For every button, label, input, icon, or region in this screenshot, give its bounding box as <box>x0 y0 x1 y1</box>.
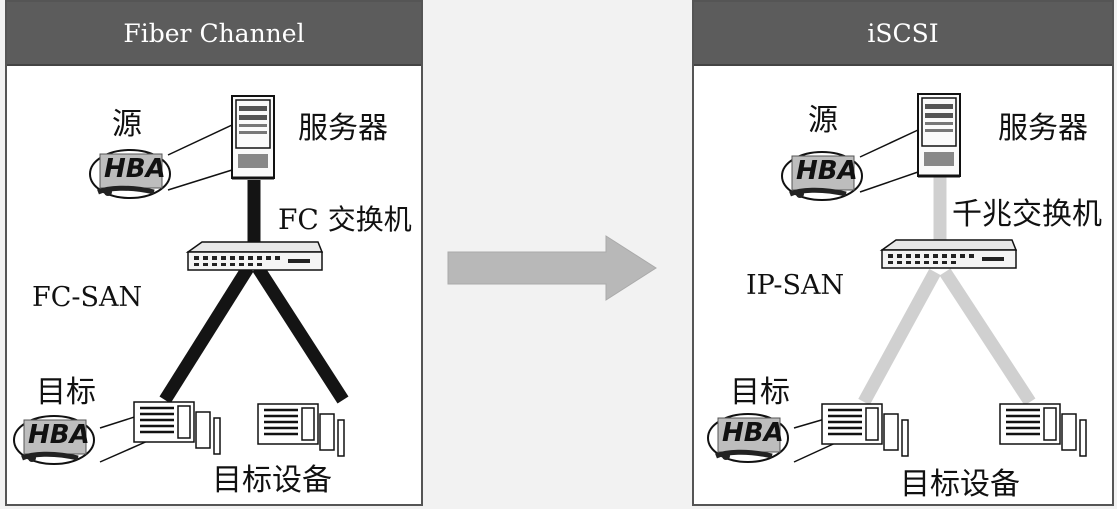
target-devices-label: 目标设备 <box>212 463 332 498</box>
server-label: 服务器 <box>998 111 1088 146</box>
target-storage-icon <box>820 402 910 458</box>
san-label: FC-SAN <box>32 282 143 313</box>
arrow-right-icon <box>447 235 657 301</box>
switch-label: FC 交换机 <box>278 203 412 236</box>
target-storage-icon <box>256 402 346 458</box>
target-storage-icon <box>998 402 1088 458</box>
server-tower-icon <box>916 92 962 178</box>
server-tower-icon <box>230 94 276 180</box>
target-label: 目标 <box>36 375 96 410</box>
switch-label: 千兆交换机 <box>952 197 1102 232</box>
ip-links <box>858 176 1036 406</box>
source-label: 源 <box>808 103 838 138</box>
server-label: 服务器 <box>298 111 388 146</box>
target-storage-icon <box>132 400 222 456</box>
panel-title: Fiber Channel <box>7 2 421 66</box>
gigabit-switch-icon <box>881 239 1017 269</box>
target-devices-label: 目标设备 <box>900 467 1020 502</box>
hba-text: HBA <box>28 420 90 450</box>
hba-text: HBA <box>796 156 858 186</box>
panel-title: iSCSI <box>694 2 1112 66</box>
target-label: 目标 <box>730 375 790 410</box>
fc-links <box>159 180 349 404</box>
hba-text: HBA <box>722 418 784 448</box>
source-label: 源 <box>112 107 142 142</box>
san-label: IP-SAN <box>746 270 845 301</box>
hba-text: HBA <box>104 154 166 184</box>
fc-switch-icon <box>187 241 323 271</box>
